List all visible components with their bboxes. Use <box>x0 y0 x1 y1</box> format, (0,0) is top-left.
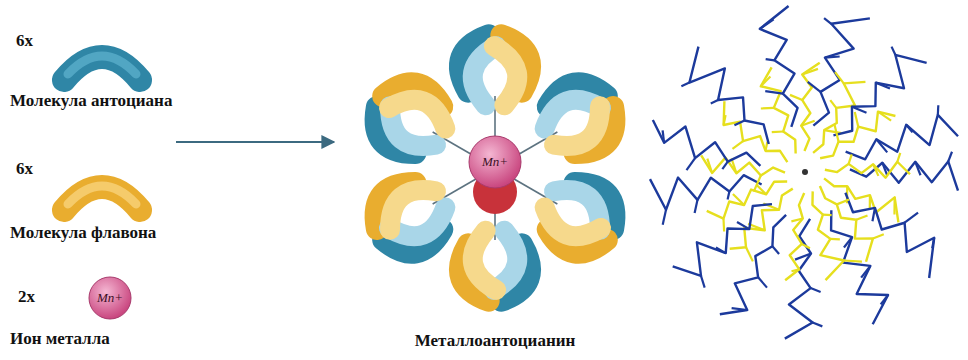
component-label: Молекула флавона <box>10 224 156 243</box>
component-label: Молекула антоциана <box>10 92 172 111</box>
metal-ion-circle: Mn+ <box>468 135 522 189</box>
ion-symbol: Mn+ <box>468 135 522 189</box>
count-label: 2x <box>18 288 35 307</box>
reaction-arrow <box>176 141 334 143</box>
count-label: 6x <box>16 160 33 179</box>
metalloanthocyanin-complex <box>353 29 637 307</box>
metal-ion-circle: Mn+ <box>88 276 132 320</box>
product-label: Металлоантоцианин <box>415 332 576 351</box>
anthocyanin-shape <box>64 56 140 80</box>
count-label: 6x <box>16 32 33 51</box>
component-label: Ион металла <box>10 330 110 349</box>
flavone-shape <box>64 186 140 210</box>
molecular-structure <box>650 6 958 339</box>
ion-symbol: Mn+ <box>88 276 132 320</box>
structure-center <box>802 169 808 175</box>
